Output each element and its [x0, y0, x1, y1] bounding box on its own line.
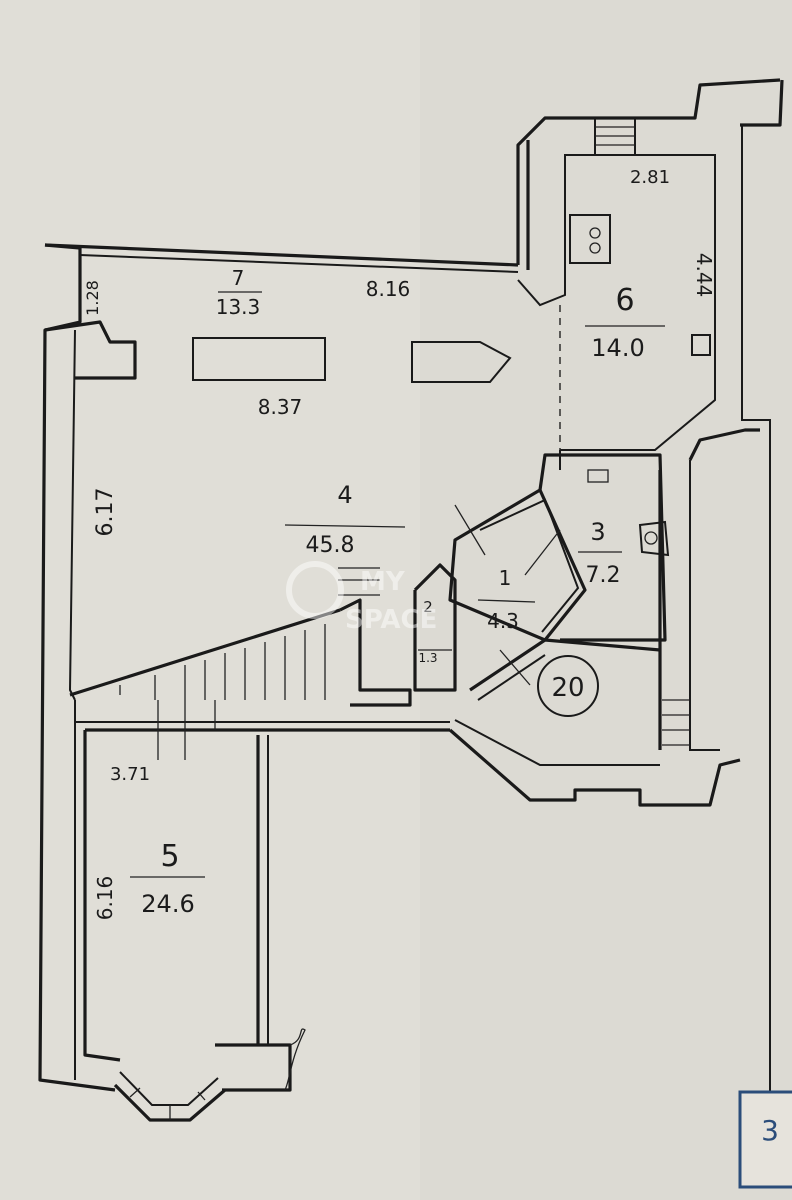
room-5-number: 5 — [160, 839, 179, 874]
watermark-line2: SPACE — [345, 605, 437, 635]
room-7-label: 7 13.3 — [216, 266, 262, 319]
watermark-line1: MY — [360, 567, 406, 597]
room-2-area: 1.3 — [418, 651, 437, 665]
dim-room5-height: 6.16 — [93, 876, 117, 921]
room-7-area: 13.3 — [216, 295, 261, 319]
circle-marker-number: 20 — [551, 673, 584, 703]
toilet-fixture — [638, 520, 670, 557]
room-6-number: 6 — [615, 283, 634, 318]
counter-block — [192, 337, 326, 381]
room-3-area: 7.2 — [586, 563, 621, 588]
room-4-label: 4 45.8 — [284, 481, 406, 558]
room-5-label: 5 24.6 — [130, 839, 205, 918]
dim-room7-side: 1.28 — [83, 280, 102, 316]
room-4-number: 4 — [337, 481, 352, 509]
room-6-area: 14.0 — [591, 334, 644, 362]
room-3-number: 3 — [590, 518, 605, 546]
staircase — [119, 567, 380, 760]
room-6-label: 6 14.0 — [585, 283, 665, 362]
right-walls — [448, 78, 784, 1100]
corner-tag-number: 3 — [761, 1114, 779, 1147]
room-4-area: 45.8 — [306, 533, 355, 558]
counter-block-angled — [411, 341, 512, 383]
watermark: MY SPACE — [286, 561, 437, 635]
central-core — [119, 450, 670, 760]
room-7-number: 7 — [232, 266, 245, 290]
room-2-number: 2 — [423, 598, 433, 616]
room-1-label: 1 4.3 — [477, 566, 536, 633]
dim-room4-height: 6.17 — [93, 488, 118, 537]
room-2-label: 2 1.3 — [418, 598, 437, 665]
dim-top-wall: 8.16 — [366, 277, 411, 301]
room-1-area: 4.3 — [487, 609, 519, 633]
circle-marker: 20 — [537, 655, 599, 717]
dim-room6-width: 2.81 — [630, 167, 670, 188]
dim-room4-width: 8.37 — [258, 395, 303, 419]
outer-walls — [38, 243, 519, 1122]
room-1-number: 1 — [499, 566, 512, 590]
radiator-box — [691, 334, 711, 356]
room-5-area: 24.6 — [141, 890, 194, 918]
room-3-label: 3 7.2 — [578, 518, 622, 588]
corner-tag: 3 — [738, 1090, 792, 1189]
dim-room6-height: 4.44 — [692, 253, 716, 298]
dim-room5-width: 3.71 — [110, 764, 150, 785]
sink-fixture — [569, 214, 611, 264]
